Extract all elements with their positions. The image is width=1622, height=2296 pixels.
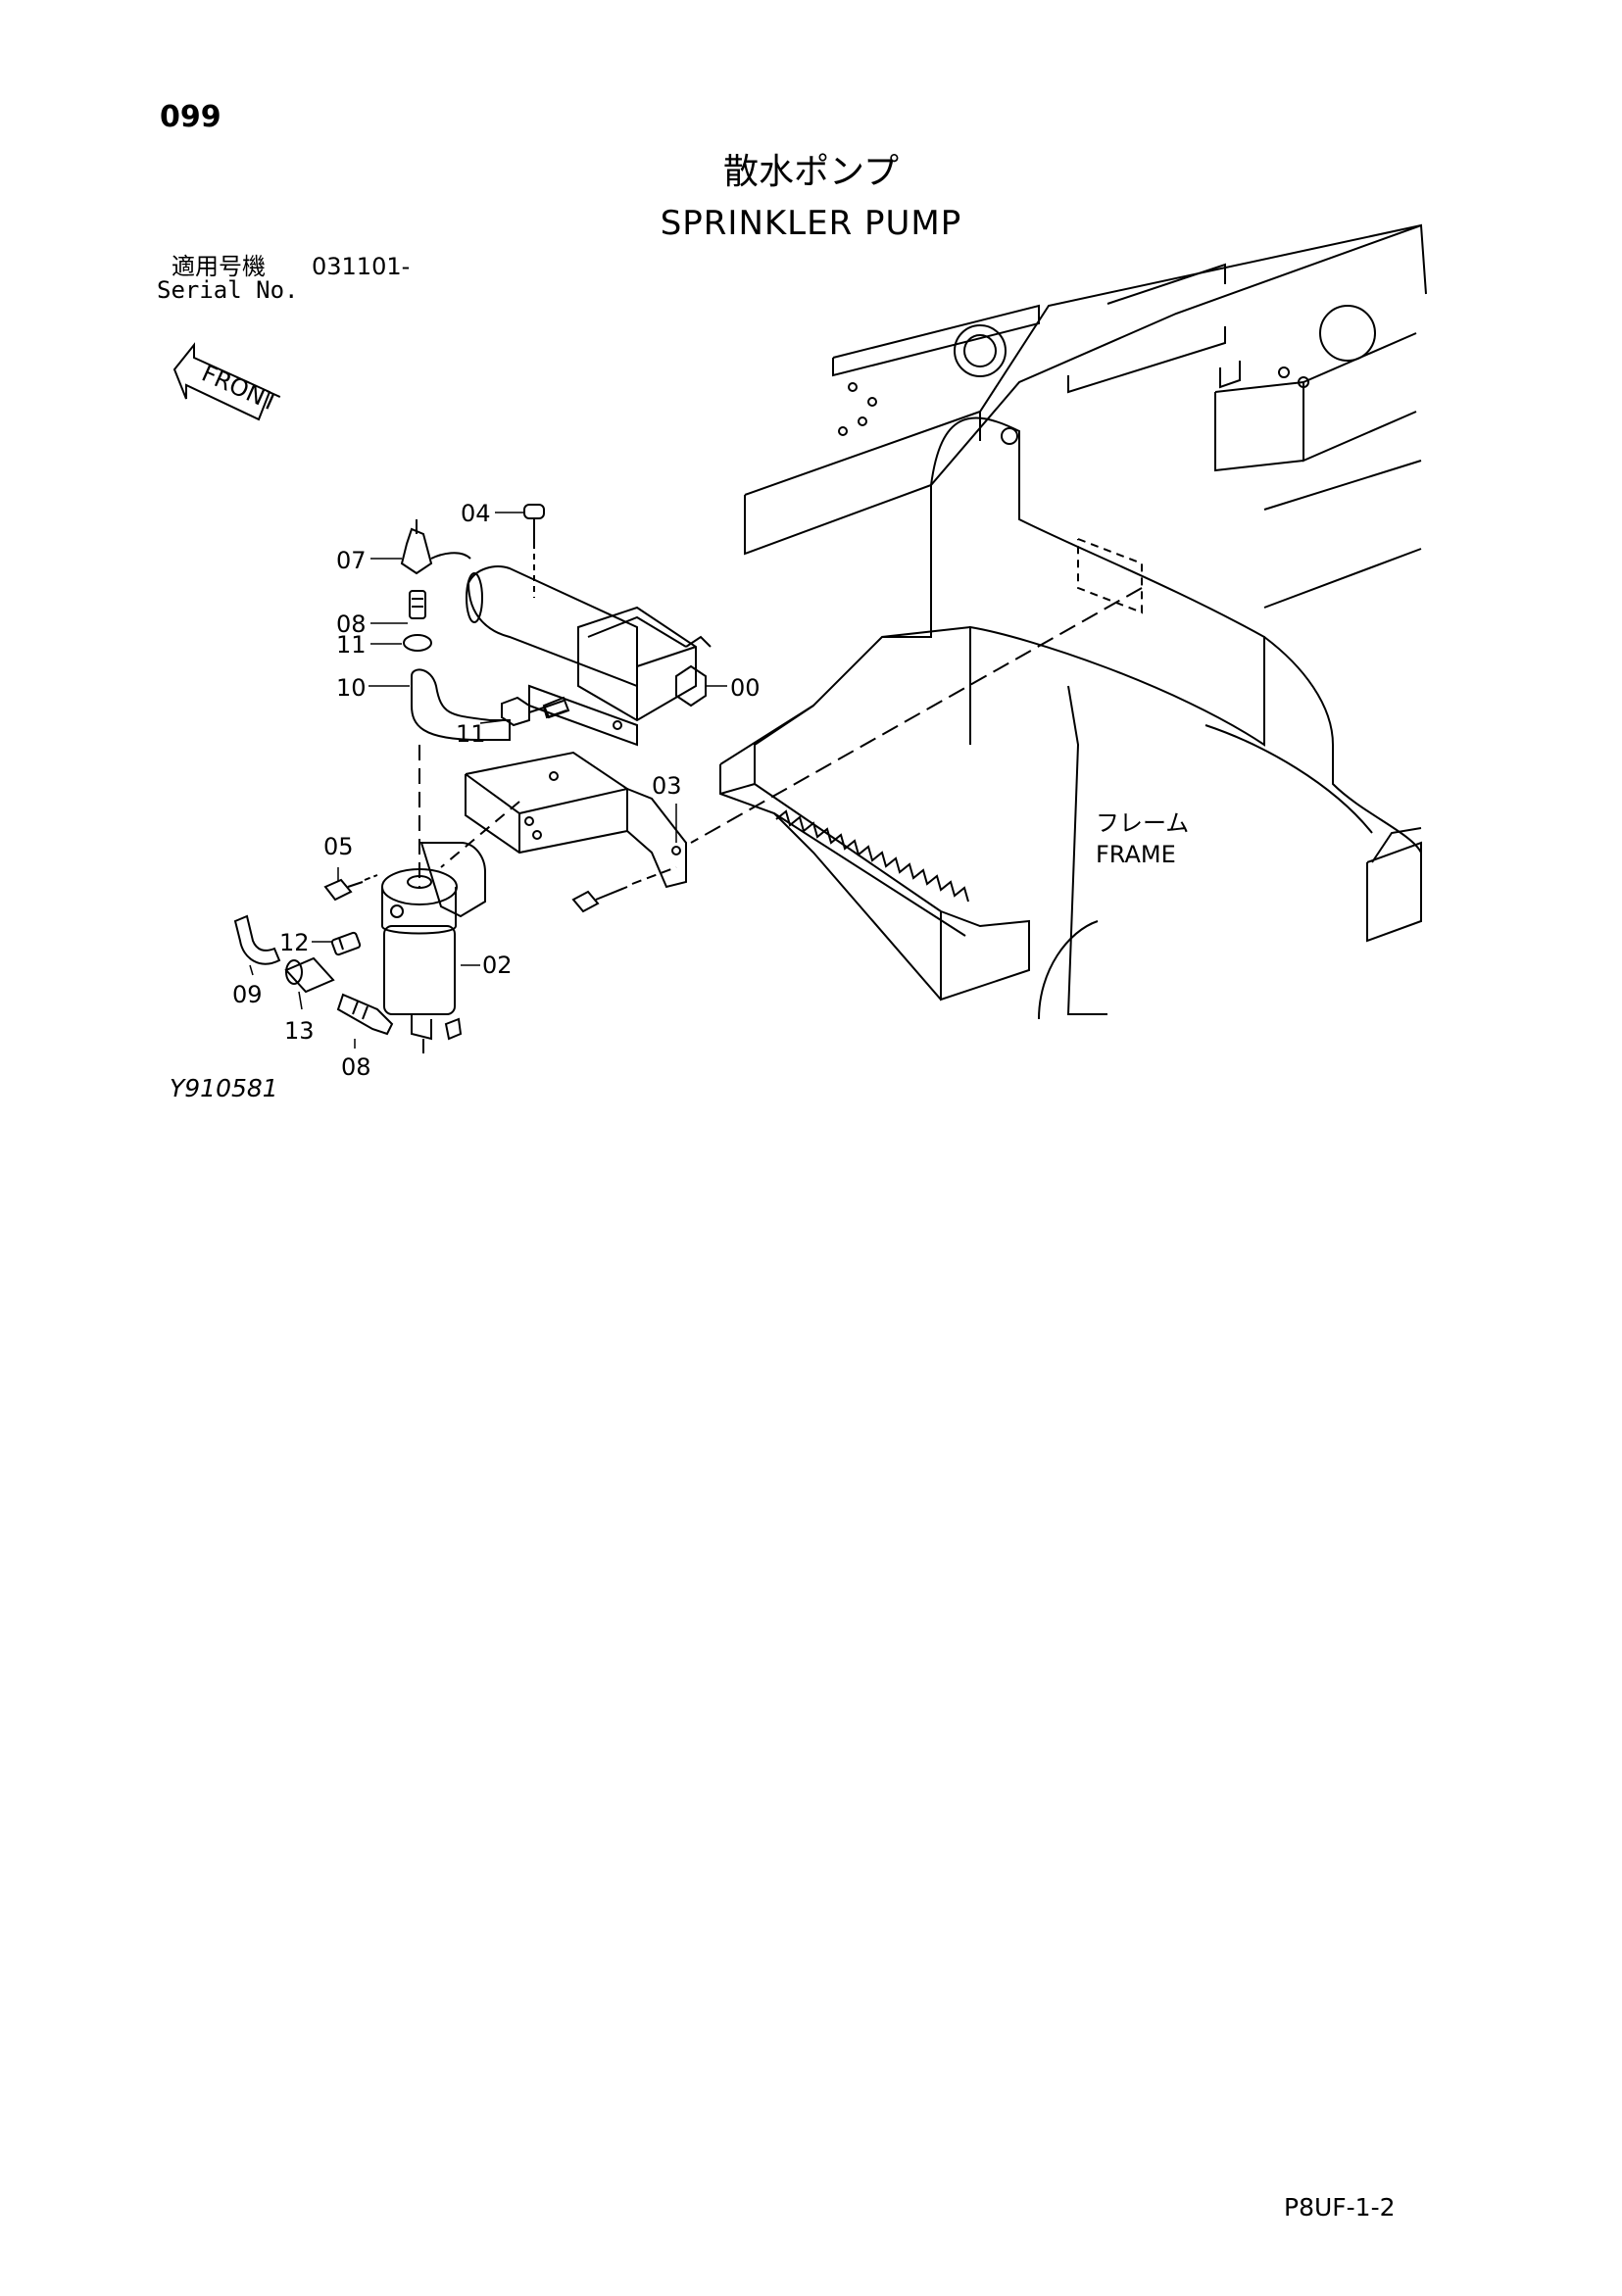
callout-11-top: 11 bbox=[336, 631, 367, 659]
callout-05: 05 bbox=[323, 833, 354, 860]
bracket-03 bbox=[440, 751, 687, 889]
fitting-07 bbox=[400, 519, 471, 575]
fitting-08-bottom bbox=[336, 993, 394, 1036]
sprinkler-pump bbox=[466, 565, 712, 747]
serial-label-english: Serial No. bbox=[157, 276, 299, 304]
page-number: 099 bbox=[160, 100, 221, 134]
figure-code: Y910581 bbox=[170, 1074, 278, 1102]
callout-12: 12 bbox=[279, 929, 310, 956]
callout-08-top: 08 bbox=[336, 611, 367, 638]
serial-number-value: 031101- bbox=[312, 253, 411, 280]
title-japanese: 散水ポンプ bbox=[723, 152, 899, 192]
elbow-09 bbox=[233, 914, 281, 965]
serial-label-japanese: 適用号機 bbox=[172, 253, 266, 280]
filter-02 bbox=[381, 842, 486, 1053]
nut-11-mid bbox=[501, 696, 570, 727]
callout-08-bottom: 08 bbox=[341, 1053, 371, 1081]
o-ring-11-top bbox=[403, 634, 432, 652]
frame-label-english: FRAME bbox=[1096, 841, 1176, 868]
footer-page-code: P8UF-1-2 bbox=[1284, 2193, 1396, 2222]
front-arrow-icon: FRONT bbox=[172, 342, 282, 421]
callout-07: 07 bbox=[336, 547, 367, 574]
callout-11-mid: 11 bbox=[456, 720, 486, 748]
callout-03: 03 bbox=[652, 772, 682, 800]
fitting-08-top bbox=[409, 590, 426, 619]
nipple-12 bbox=[330, 931, 362, 956]
bolt-04 bbox=[523, 504, 545, 598]
callout-13: 13 bbox=[284, 1017, 315, 1045]
bolt-05 bbox=[323, 874, 378, 902]
title-english: SPRINKLER PUMP bbox=[660, 204, 962, 243]
callout-09: 09 bbox=[232, 981, 263, 1008]
callout-02: 02 bbox=[482, 952, 513, 979]
machine-frame-drawing bbox=[690, 223, 1427, 1020]
tee-13 bbox=[284, 956, 335, 994]
callout-04: 04 bbox=[461, 500, 491, 527]
bracket-mount-bolt bbox=[571, 866, 677, 913]
callout-10: 10 bbox=[336, 674, 367, 702]
callout-leaders bbox=[249, 512, 727, 1049]
frame-label-japanese: フレーム bbox=[1096, 809, 1189, 837]
hose-10 bbox=[411, 668, 511, 741]
callout-00: 00 bbox=[730, 674, 761, 702]
